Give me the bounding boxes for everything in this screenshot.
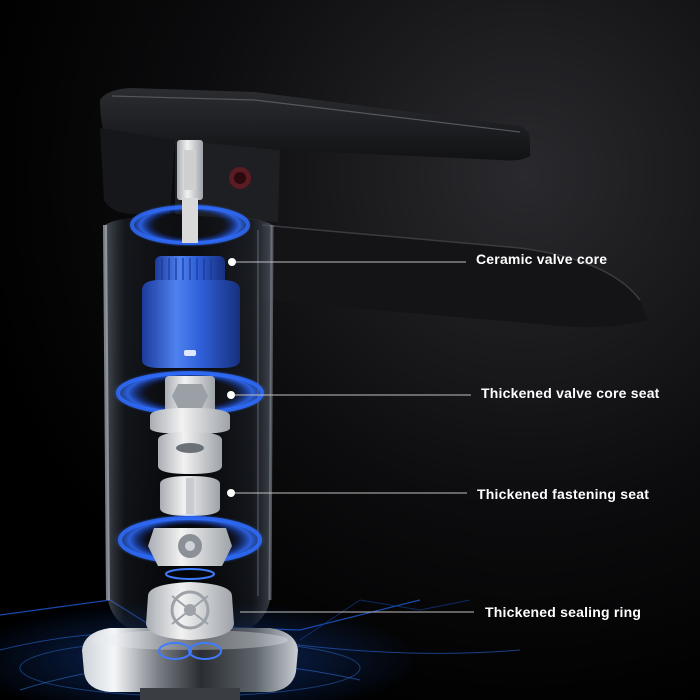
sealing-ring-part	[146, 582, 234, 640]
callout-dot-valve-core	[228, 258, 236, 266]
gear-seat-part	[148, 528, 232, 566]
spring-washer	[158, 568, 222, 660]
callout-dot-fastening-seat	[227, 489, 235, 497]
faucet-handle	[100, 88, 530, 222]
valve-core-seat-part	[150, 376, 230, 434]
fastening-nut-part	[158, 432, 222, 516]
faucet-base	[82, 628, 298, 700]
callout-label-valve-core: Ceramic valve core	[476, 251, 608, 267]
faucet-spout	[261, 224, 648, 328]
ceramic-cartridge	[142, 256, 240, 368]
callout-dot-core-seat	[227, 391, 235, 399]
callout-label-sealing-ring: Thickened sealing ring	[485, 604, 642, 620]
callout-label-core-seat: Thickened valve core seat	[481, 385, 660, 401]
callout-lines	[231, 261, 474, 613]
valve-stem	[177, 140, 203, 243]
callout-label-fastening-seat: Thickened fastening seat	[477, 486, 650, 502]
callout-dots	[227, 258, 236, 497]
